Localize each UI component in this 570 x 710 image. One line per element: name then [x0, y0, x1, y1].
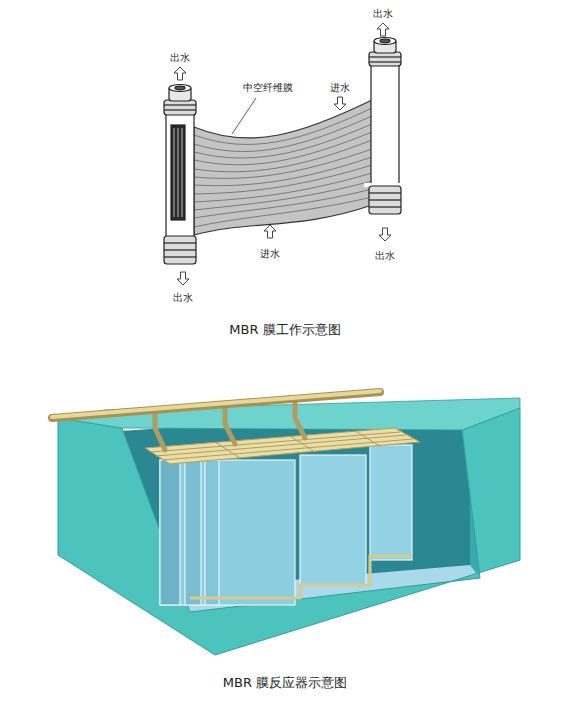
- flow-arrows: [174, 23, 391, 285]
- membrane-sheet: [194, 100, 372, 235]
- figure-caption: MBR 膜反应器示意图: [223, 676, 347, 690]
- tank: [58, 398, 520, 655]
- suction-pipe: [52, 391, 380, 450]
- part-name: 中空纤维膜: [243, 82, 293, 93]
- leader-line: [232, 98, 256, 134]
- module-frame: [145, 428, 420, 464]
- inflow-label: 进水: [330, 82, 350, 93]
- outflow-label: 出水: [170, 52, 190, 63]
- right-collector-tube: [364, 38, 406, 215]
- figure-caption: MBR 膜工作示意图: [229, 323, 340, 337]
- membrane-modules: [160, 445, 412, 605]
- inflow-label: 进水: [260, 248, 280, 259]
- outflow-label: 出水: [375, 250, 395, 261]
- left-collector-tube: [164, 85, 196, 265]
- outflow-label: 出水: [373, 8, 393, 19]
- outflow-label: 出水: [173, 292, 193, 303]
